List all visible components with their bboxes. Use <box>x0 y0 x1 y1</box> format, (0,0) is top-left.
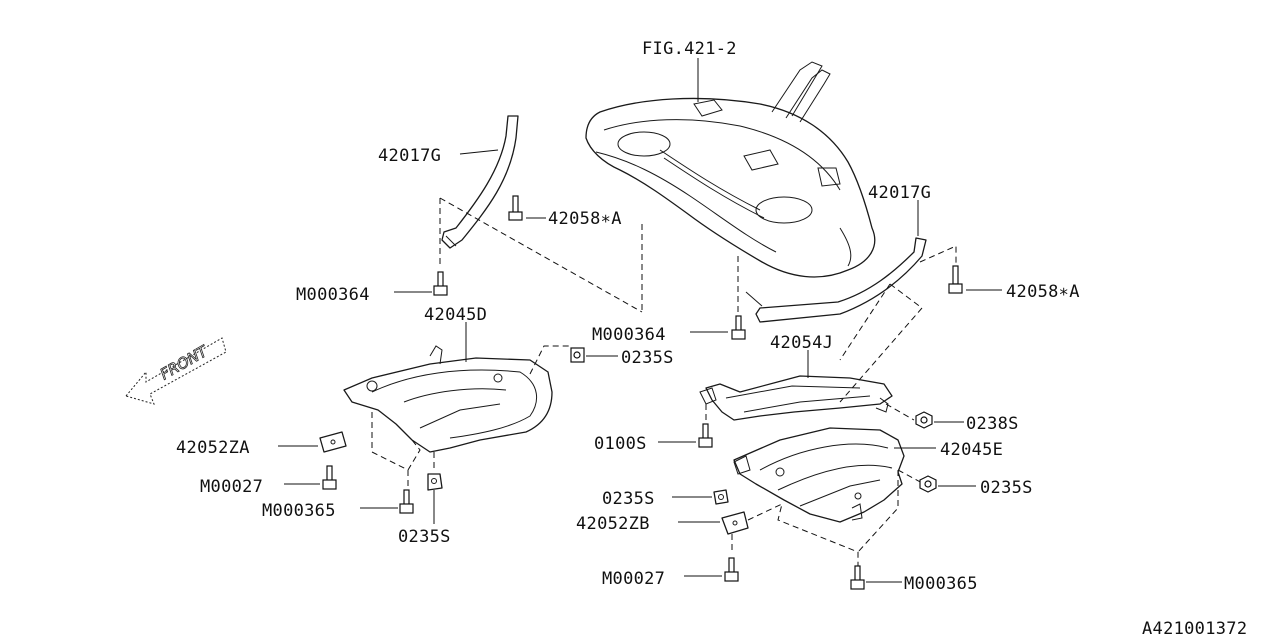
under-cover-left <box>343 345 553 453</box>
bracket-icon <box>319 431 347 453</box>
bracket-icon <box>721 511 749 535</box>
label-cover-left: 42045D <box>424 305 487 325</box>
bolt-icon <box>850 565 865 590</box>
clip-icon <box>427 473 443 491</box>
bolt-icon <box>698 423 713 448</box>
label-m27-left: M00027 <box>200 477 263 497</box>
bolt-icon <box>433 271 448 296</box>
bolt-icon <box>508 195 523 221</box>
clip-icon <box>570 347 585 363</box>
label-m365-right: M000365 <box>904 574 978 594</box>
label-strap-left: 42017G <box>378 146 441 166</box>
fuel-tank <box>585 58 876 278</box>
bolt-icon <box>322 465 337 490</box>
label-strap-right: 42017G <box>868 183 931 203</box>
nut-icon <box>915 411 933 429</box>
label-m364-right: M000364 <box>592 325 666 345</box>
figure-code: A421001372 <box>1142 619 1247 639</box>
protector <box>699 375 893 421</box>
guide-line <box>919 245 957 264</box>
clip-icon <box>713 489 729 505</box>
label-cover-right: 42045E <box>940 440 1003 460</box>
label-m365-left: M000365 <box>262 501 336 521</box>
label-bracket-zb: 42052ZB <box>576 514 650 534</box>
label-bolt-a-right: 42058∗A <box>1006 282 1080 302</box>
guide-line <box>439 197 643 313</box>
label-protector: 42054J <box>770 333 833 353</box>
bolt-icon <box>399 489 414 514</box>
label-bracket-za: 42052ZA <box>176 438 250 458</box>
label-m364-left: M000364 <box>296 285 370 305</box>
label-nut: 0238S <box>966 414 1019 434</box>
label-clip-mid-right: 0235S <box>602 489 655 509</box>
guide-line <box>857 470 899 553</box>
fuel-tank-strap-left <box>441 115 519 249</box>
bolt-icon <box>948 265 963 294</box>
reference-figure-label: FIG.421-2 <box>642 39 737 59</box>
guide-line <box>839 283 923 403</box>
bolt-icon <box>731 315 746 340</box>
guide-line <box>839 283 891 361</box>
guide-line <box>885 403 915 421</box>
label-clip-bottom-left: 0235S <box>398 527 451 547</box>
bolt-icon <box>724 557 739 582</box>
front-arrow-icon <box>125 337 227 405</box>
guide-line <box>529 345 572 375</box>
nut-icon <box>919 475 937 493</box>
fuel-tank-strap-right <box>745 237 927 323</box>
leader-strap-left <box>459 149 499 155</box>
label-clip-right: 0235S <box>980 478 1033 498</box>
label-bolt-a-left: 42058∗A <box>548 209 622 229</box>
guide-line <box>747 503 859 566</box>
label-0100s: 0100S <box>594 434 647 454</box>
under-cover-right <box>733 427 905 523</box>
label-clip-top: 0235S <box>621 348 674 368</box>
label-m27-right: M00027 <box>602 569 665 589</box>
